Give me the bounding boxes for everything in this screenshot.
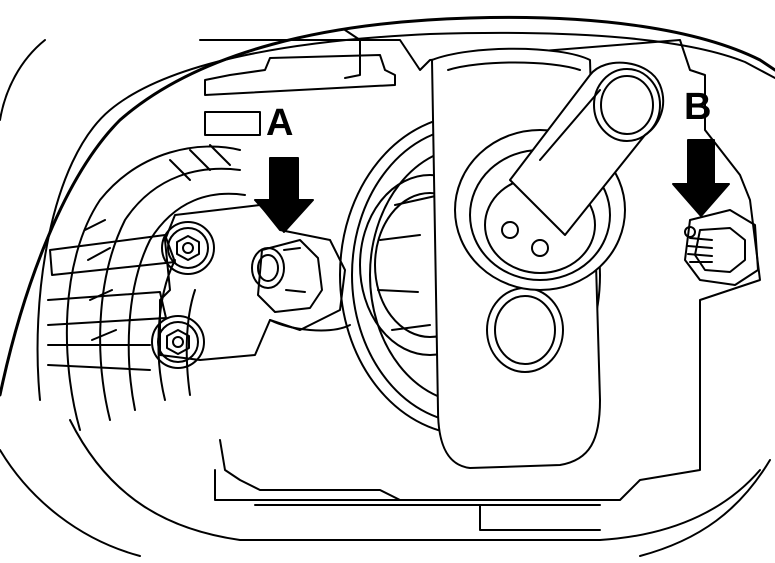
arrow-a bbox=[255, 158, 313, 232]
lower-bolt bbox=[152, 316, 204, 368]
upper-bolt bbox=[162, 222, 214, 274]
callout-label-a: A bbox=[266, 102, 294, 144]
sensor-b bbox=[685, 210, 758, 285]
bolt-bracket bbox=[152, 205, 345, 368]
shaft bbox=[510, 63, 663, 235]
sensor-a bbox=[252, 240, 350, 330]
left-drum bbox=[67, 145, 245, 430]
outer-housing bbox=[0, 17, 775, 556]
callout-label-b: B bbox=[684, 86, 712, 128]
arrow-b bbox=[673, 140, 729, 216]
